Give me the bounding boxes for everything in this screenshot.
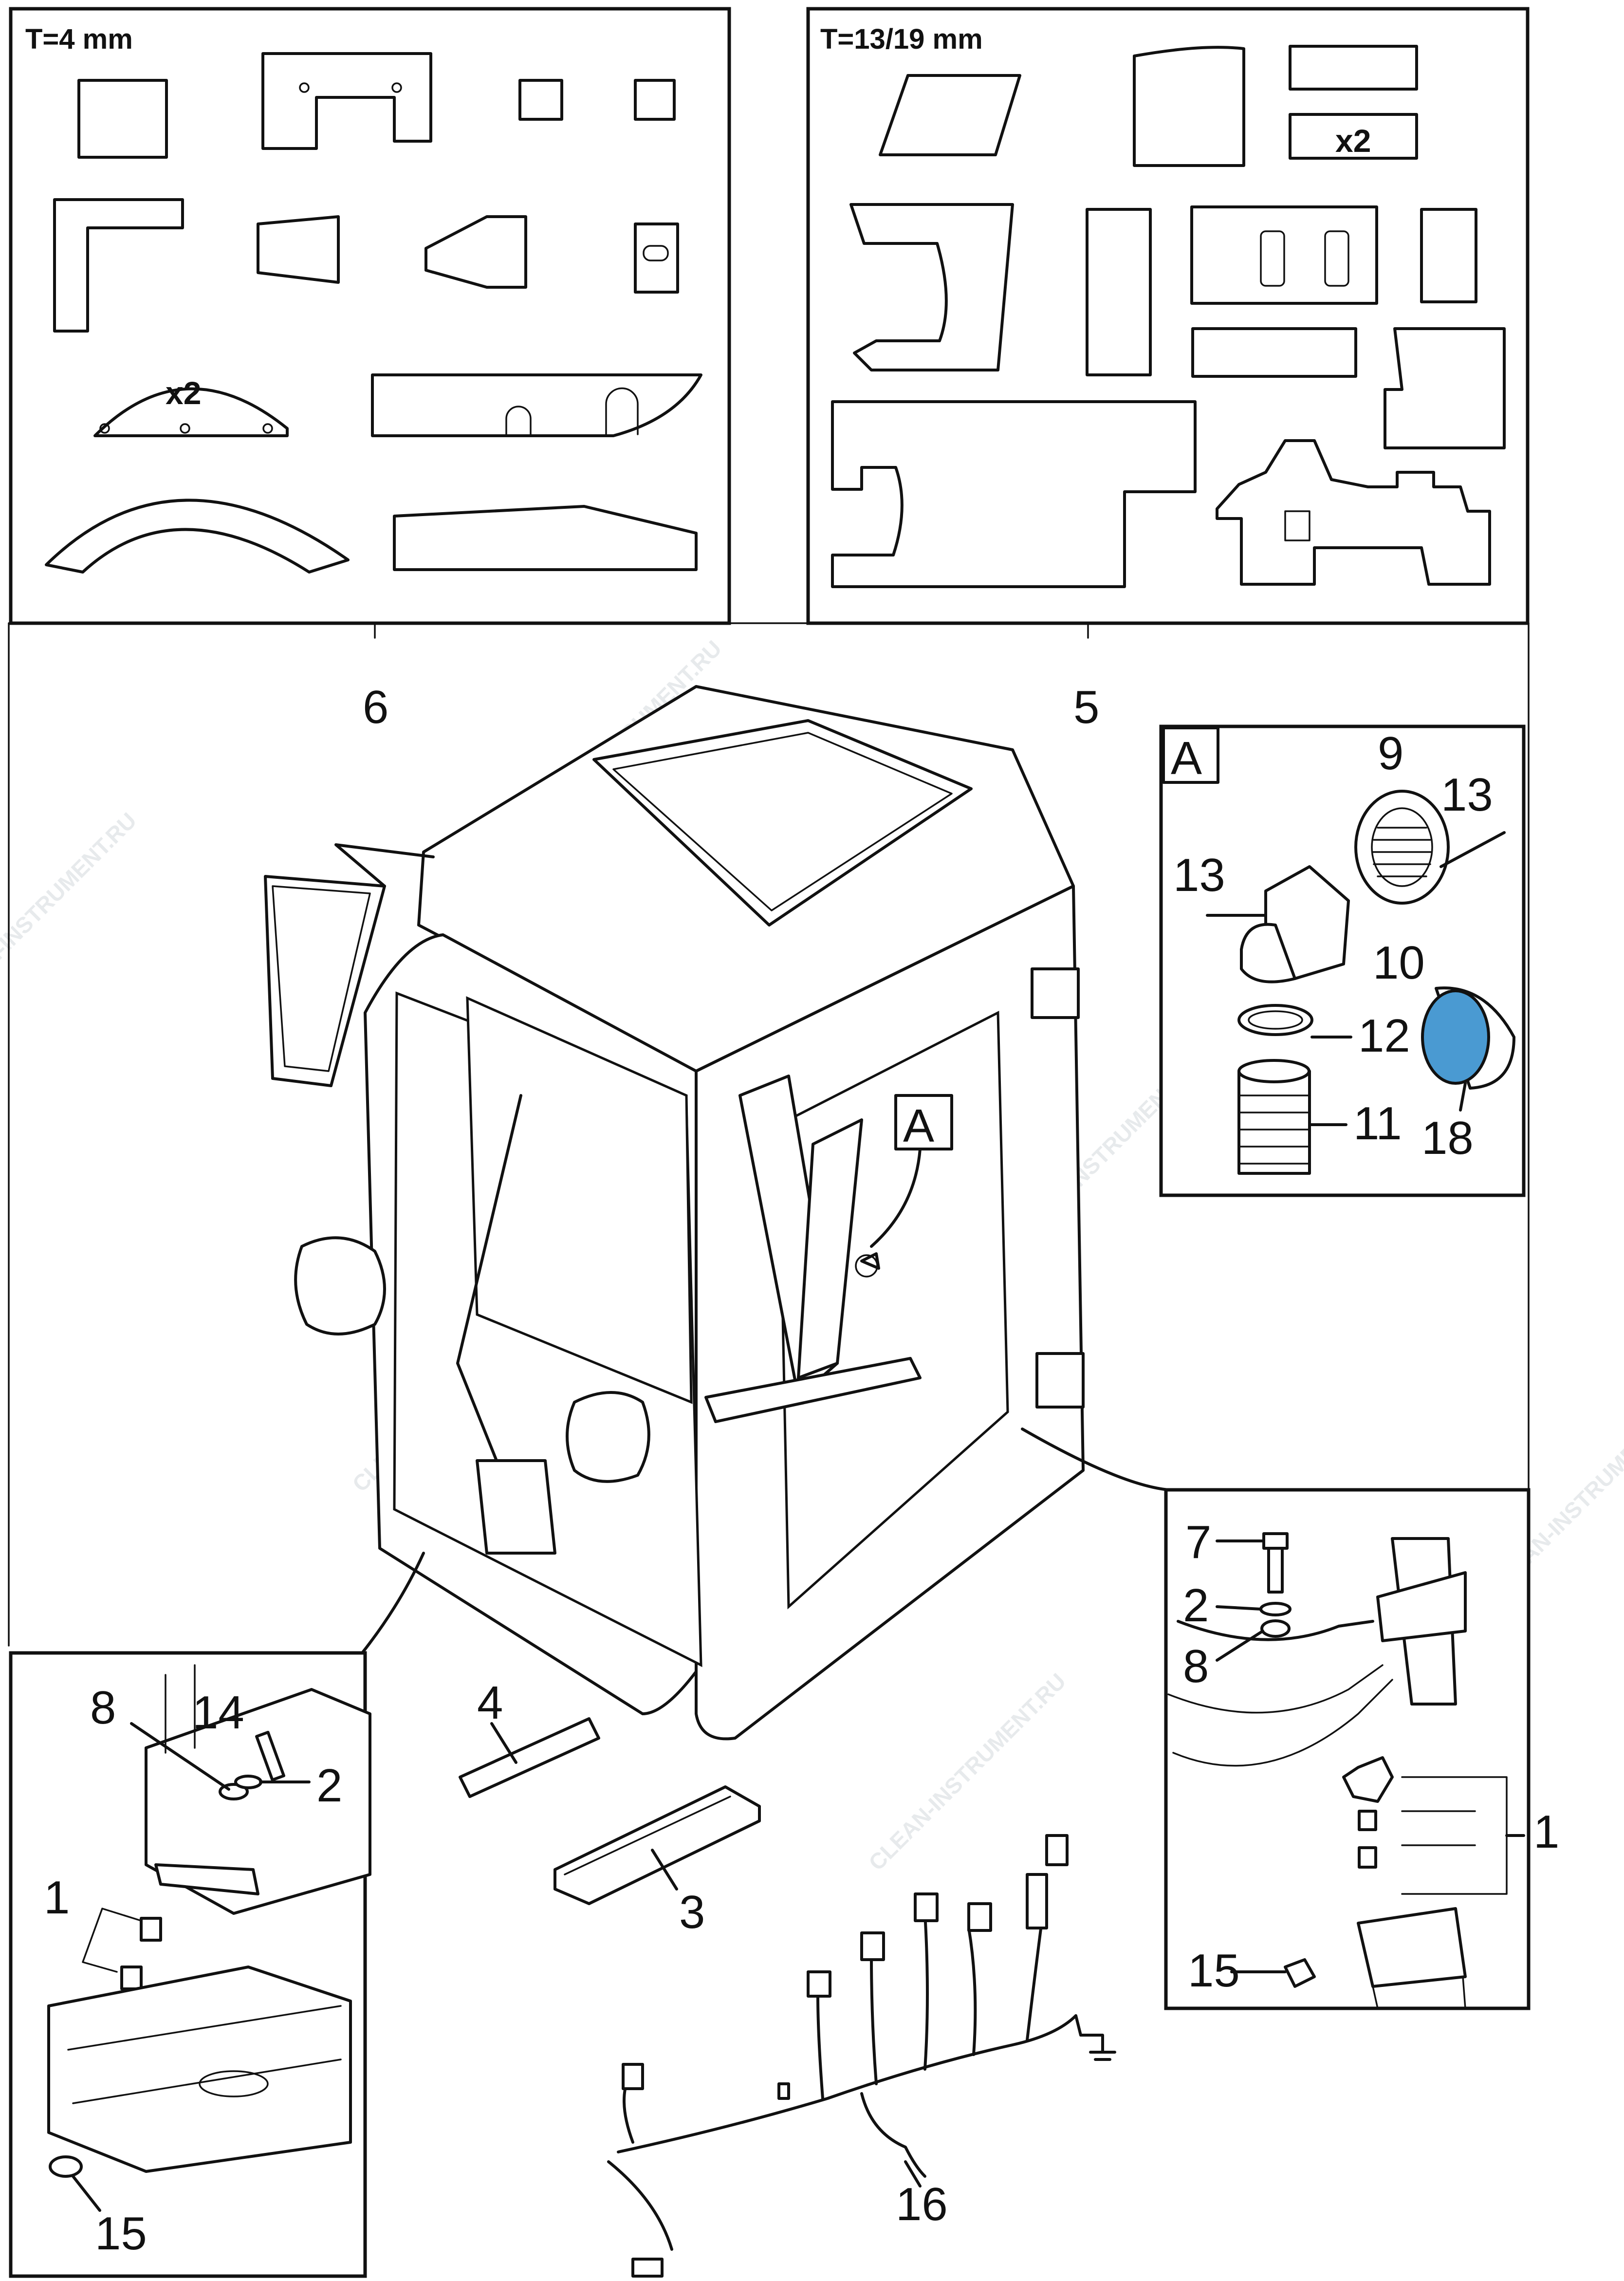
detail-a-label: A [1171, 732, 1202, 784]
detail-a-marker: A [903, 1100, 934, 1152]
thickness-label: T=13/19 mm [820, 23, 983, 55]
callout-2: 2 [1183, 1579, 1209, 1632]
callout-9: 9 [1378, 727, 1403, 779]
callout-3: 3 [679, 1886, 705, 1938]
callout-16: 16 [896, 2178, 948, 2230]
callout-8-right: 8 [1183, 1640, 1209, 1692]
callout-1-right: 1 [1533, 1806, 1559, 1858]
callout-6: 6 [363, 681, 388, 733]
callout-11: 11 [1353, 1097, 1402, 1150]
quantity-label: x2 [1335, 123, 1371, 159]
callout-4: 4 [477, 1677, 503, 1729]
callout-12: 12 [1358, 1010, 1410, 1062]
callout-7: 7 [1185, 1516, 1211, 1568]
callout-10: 10 [1373, 937, 1425, 989]
cab-assembly: A [264, 685, 1170, 1741]
watermark-text: CLEAN-INSTRUMENT.RU [864, 1669, 1070, 1875]
detail-a-vent: A 9 13 13 10 12 11 18 [1159, 724, 1526, 1197]
filter-pad [1421, 989, 1490, 1085]
quantity-label: x2 [166, 375, 201, 411]
callout-2-left: 2 [316, 1760, 342, 1812]
callout-15-left: 15 [95, 2207, 147, 2260]
callout-13-left: 13 [1173, 849, 1225, 901]
insulation-panel-4mm: T=4 mm x2 6 [9, 7, 731, 733]
detail-left-cab-mount: 14 8 2 1 15 [9, 1651, 371, 2278]
detail-right-hinge-mount: 7 2 8 1 15 [1164, 1488, 1559, 2010]
callout-5: 5 [1073, 681, 1099, 733]
thickness-label: T=4 mm [25, 23, 133, 55]
callout-8-left: 8 [90, 1682, 116, 1734]
seals: 4 3 [459, 1677, 761, 1938]
callout-18: 18 [1421, 1112, 1474, 1164]
callout-14: 14 [192, 1687, 244, 1739]
callout-13-top: 13 [1441, 769, 1493, 821]
callout-1-left: 1 [44, 1872, 70, 1924]
wiring-harness: 16 [607, 1834, 1116, 2278]
watermark-text: CLEAN-INSTRUMENT.RU [0, 808, 141, 1015]
insulation-panel-13-19mm: T=13/19 mm x2 5 [806, 7, 1530, 733]
